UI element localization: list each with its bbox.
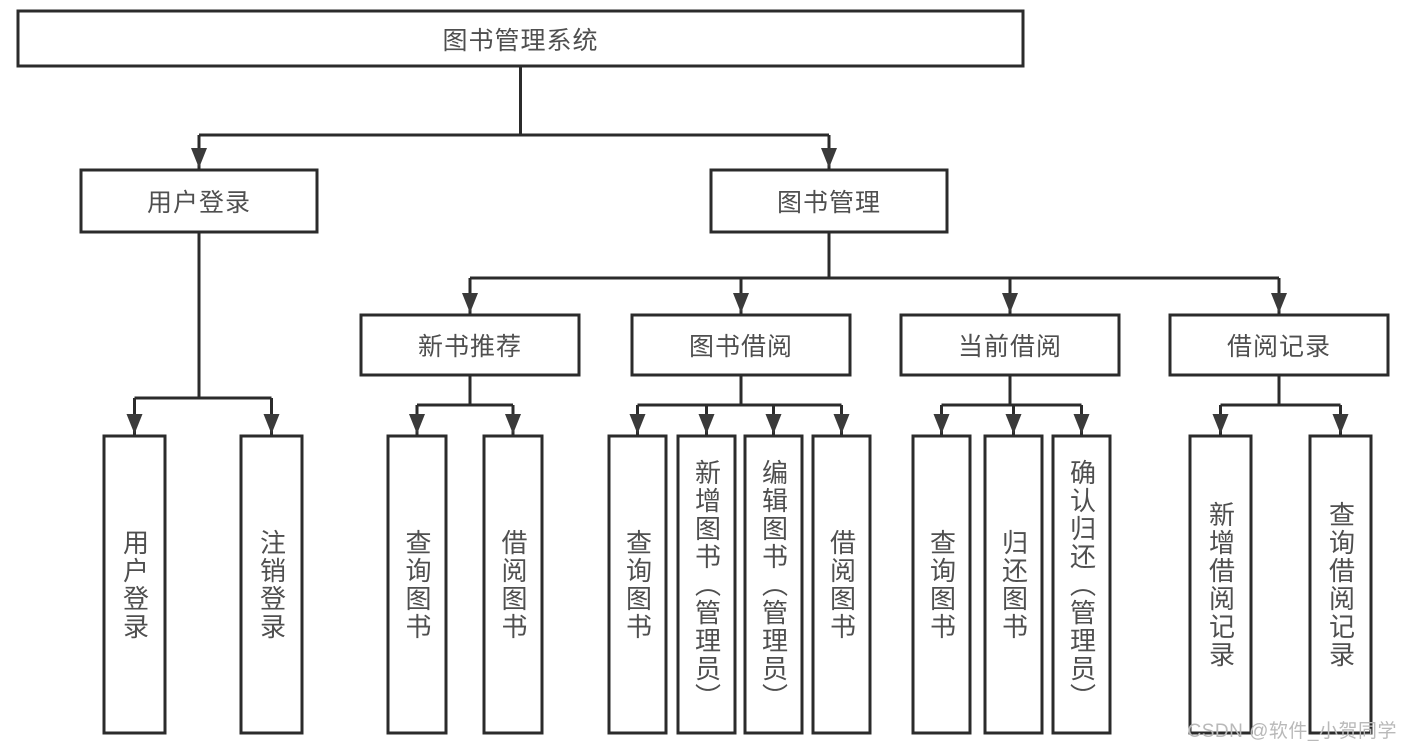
node-图书借阅-l3-box[interactable] [630,313,852,377]
arrow-head-icon [733,293,749,313]
node-注销登录-leaf-1-box[interactable] [239,434,304,735]
node-图书管理系统-root-box[interactable] [16,9,1025,68]
arrow-head-icon [821,148,837,168]
node-查询借阅记录-leaf-12-box[interactable] [1308,434,1373,735]
node-借阅记录-l3-box[interactable] [1168,313,1390,377]
connector-layer [126,66,1349,435]
node-当前借阅-l3-box[interactable] [899,313,1121,377]
arrow-head-icon [629,414,646,434]
node-查询图书-leaf-2-box[interactable] [386,434,448,735]
arrow-head-icon [1332,414,1349,434]
node-图书管理-l2-box[interactable] [709,168,949,234]
node-新书推荐-l3-box[interactable] [359,313,581,377]
node-查询图书-leaf-4-box[interactable] [607,434,668,735]
node-归还图书-leaf-9-box[interactable] [983,434,1044,735]
node-用户登录-l2-box[interactable] [79,168,319,234]
arrow-head-icon [833,414,850,434]
arrow-head-icon [1271,293,1287,313]
node-查询图书-leaf-8-box[interactable] [911,434,972,735]
node-借阅图书-leaf-3-box[interactable] [482,434,544,735]
node-编辑图书管理员-leaf-6-box[interactable] [743,434,804,735]
arrow-head-icon [505,414,521,434]
node-新增借阅记录-leaf-11-box[interactable] [1188,434,1253,735]
box-layer [16,9,1390,735]
arrow-head-icon [126,414,143,434]
node-新增图书管理员-leaf-5-box[interactable] [676,434,737,735]
arrow-head-icon [698,414,715,434]
arrow-head-icon [1212,414,1229,434]
arrow-head-icon [1002,293,1018,313]
arrow-head-icon [1005,414,1022,434]
arrow-head-icon [462,293,478,313]
arrow-head-icon [191,148,207,168]
node-用户登录-leaf-0-box[interactable] [102,434,167,735]
node-确认归还管理员-leaf-10-box[interactable] [1051,434,1112,735]
arrow-head-icon [409,414,425,434]
node-借阅图书-leaf-7-box[interactable] [811,434,872,735]
arrow-head-icon [1073,414,1090,434]
arrow-head-icon [765,414,782,434]
arrow-head-icon [933,414,950,434]
arrow-head-icon [263,414,280,434]
